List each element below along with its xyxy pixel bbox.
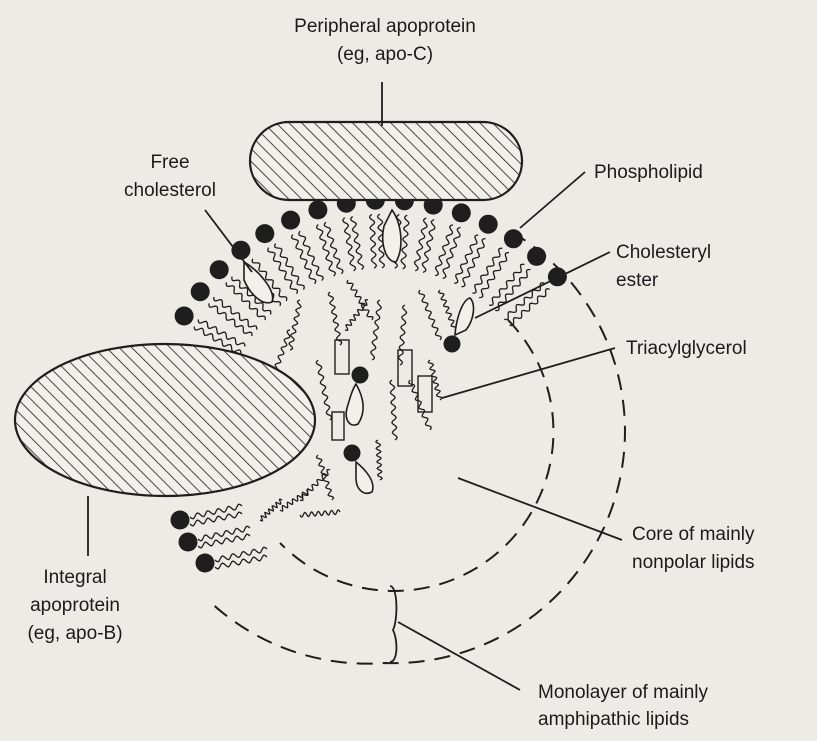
label-core-line2: nonpolar lipids <box>632 552 755 573</box>
label-core-line1: Core of mainly <box>632 524 755 545</box>
peripheral-apoprotein-shape <box>250 122 522 200</box>
label-peripheral-line2: (eg, apo-C) <box>337 44 433 65</box>
label-peripheral-line1: Peripheral apoprotein <box>294 16 476 37</box>
label-phospholipid: Phospholipid <box>594 162 703 183</box>
label-cholesteryl-ester-line2: ester <box>616 270 659 291</box>
label-integral-line3: (eg, apo-B) <box>27 623 122 644</box>
label-integral-line2: apoprotein <box>30 595 120 616</box>
label-monolayer-line1: Monolayer of mainly <box>538 682 709 703</box>
label-cholesteryl-ester-line1: Cholesteryl <box>616 242 711 263</box>
label-triacylglycerol: Triacylglycerol <box>626 338 747 359</box>
label-free-cholesterol-line1: Free <box>150 152 189 173</box>
integral-apoprotein-shape <box>15 344 315 496</box>
label-free-cholesterol-line2: cholesterol <box>124 180 216 201</box>
label-monolayer-line2: amphipathic lipids <box>538 709 689 730</box>
label-integral-line1: Integral <box>43 567 106 588</box>
core-boundary <box>280 320 553 591</box>
